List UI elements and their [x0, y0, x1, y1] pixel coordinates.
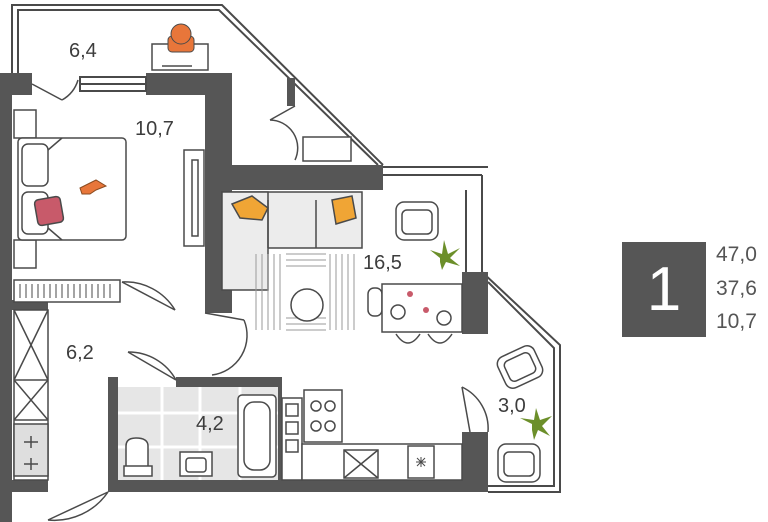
plant-loggia [520, 408, 552, 440]
sofa [221, 191, 363, 291]
room-area-bedroom: 10,7 [135, 118, 174, 140]
kitchen-counter [281, 389, 463, 481]
sink [179, 451, 213, 477]
dining-table [367, 283, 463, 344]
desk-side [302, 136, 352, 162]
balcony-top-outline [11, 4, 384, 166]
room-area-hallway: 6,2 [66, 342, 94, 364]
desk-top [151, 23, 209, 71]
wardrobe-bedroom [13, 279, 121, 303]
plant-living [430, 240, 460, 270]
room-area-loggia: 3,0 [498, 395, 526, 417]
armchair-loggia-top [496, 345, 544, 389]
loggia-right-outline [383, 166, 561, 493]
window-bedroom [79, 76, 147, 92]
bathtub [237, 394, 277, 478]
total-area: 47,0 [716, 243, 757, 266]
bed [13, 109, 127, 269]
room-area-living-kitchen: 16,5 [363, 252, 402, 274]
doors [31, 79, 489, 522]
room-count: 1 [646, 254, 682, 324]
living-area: 37,6 [716, 277, 757, 300]
walls [0, 73, 488, 522]
tv-stand [183, 149, 205, 247]
room-area-balcony-top: 6,4 [69, 40, 97, 62]
coffee-table [290, 288, 324, 322]
armchair-living [395, 201, 439, 241]
armchair-loggia-bottom [497, 443, 541, 483]
rug [255, 253, 355, 331]
toilet [123, 437, 153, 477]
room-area-bathroom: 4,2 [196, 413, 224, 435]
bedroom-area: 10,7 [716, 310, 757, 333]
room-count-badge: 1 [622, 242, 706, 337]
wardrobe-hallway [13, 309, 49, 481]
